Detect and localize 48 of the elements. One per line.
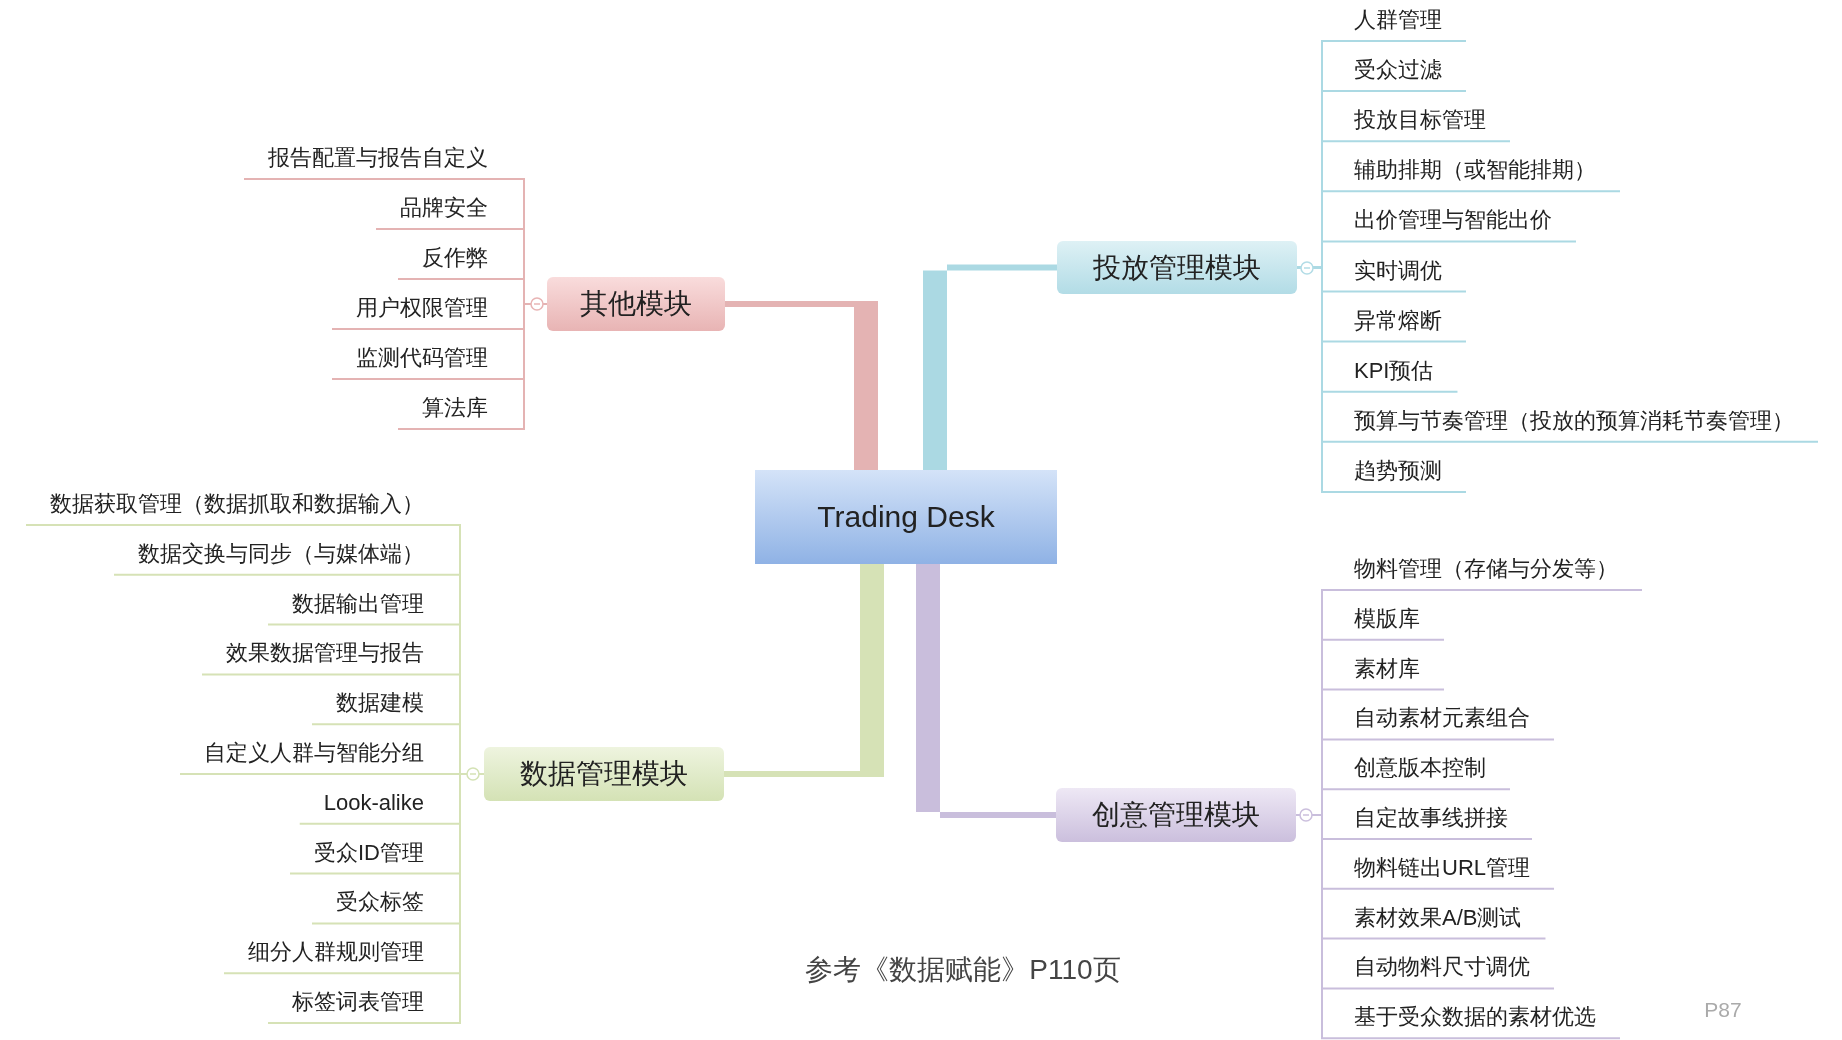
topic-label: 创意版本控制 [1322,748,1510,791]
topic-label: 素材库 [1322,648,1444,691]
topic-label: 用户权限管理 [332,288,524,330]
topic-label: 受众过滤 [1322,50,1466,93]
topic-label: 自动物料尺寸调优 [1322,947,1554,990]
topic-label: 自定义人群与智能分组 [180,733,460,775]
topic-label: 品牌安全 [376,188,524,230]
branch-connector [923,264,1057,470]
topic-label: KPI预估 [1322,350,1458,393]
topic-label: 受众标签 [312,882,460,925]
topic-label: 算法库 [398,388,524,430]
branch-connector [725,301,878,470]
topic-label: 数据获取管理（数据抓取和数据输入） [26,484,460,526]
branch-connector [724,564,884,777]
topic-label: 异常熔断 [1322,300,1466,343]
topic-label: 人群管理 [1322,0,1466,42]
topic-label: 反作弊 [398,238,524,280]
topic-label: 自定故事线拼接 [1322,798,1532,840]
topic-label: Look-alike [299,782,460,825]
topic-label: 报告配置与报告自定义 [244,138,524,180]
caption: 参考《数据赋能》P110页 [805,953,1121,987]
topic-label: 模版库 [1322,598,1444,641]
topic-label: 出价管理与智能出价 [1322,200,1576,243]
topic-label: 数据输出管理 [268,583,460,626]
page-number: P87 [1704,998,1742,1022]
topic-label: 物料管理（存储与分发等） [1322,549,1642,591]
topic-label: 物料链出URL管理 [1322,847,1554,890]
topic-label: 数据交换与同步（与媒体端） [114,533,460,576]
topic-label: 实时调优 [1322,250,1466,293]
branch-connector [916,564,1056,818]
topic-label: 素材效果A/B测试 [1322,897,1546,940]
topic-label: 基于受众数据的素材优选 [1322,997,1620,1040]
topic-label: 辅助排期（或智能排期） [1322,150,1620,193]
topic-label: 数据建模 [312,683,460,726]
topic-label: 预算与节奏管理（投放的预算消耗节奏管理） [1322,400,1818,443]
branch-topic-box: 数据管理模块 [484,747,724,801]
topic-label: 效果数据管理与报告 [202,633,460,676]
topic-label: 监测代码管理 [332,338,524,380]
topic-label: 趋势预测 [1322,450,1466,493]
topic-label: 受众ID管理 [290,832,460,875]
topic-label: 细分人群规则管理 [224,932,460,975]
topic-label: 标签词表管理 [268,982,460,1024]
branch-topic-box: 投放管理模块 [1057,241,1297,294]
central-topic-box: Trading Desk [755,470,1057,564]
topic-label: 自动素材元素组合 [1322,698,1554,741]
topic-label: 投放目标管理 [1322,100,1510,143]
branch-topic-box: 其他模块 [547,277,725,331]
branch-topic-box: 创意管理模块 [1056,788,1296,842]
